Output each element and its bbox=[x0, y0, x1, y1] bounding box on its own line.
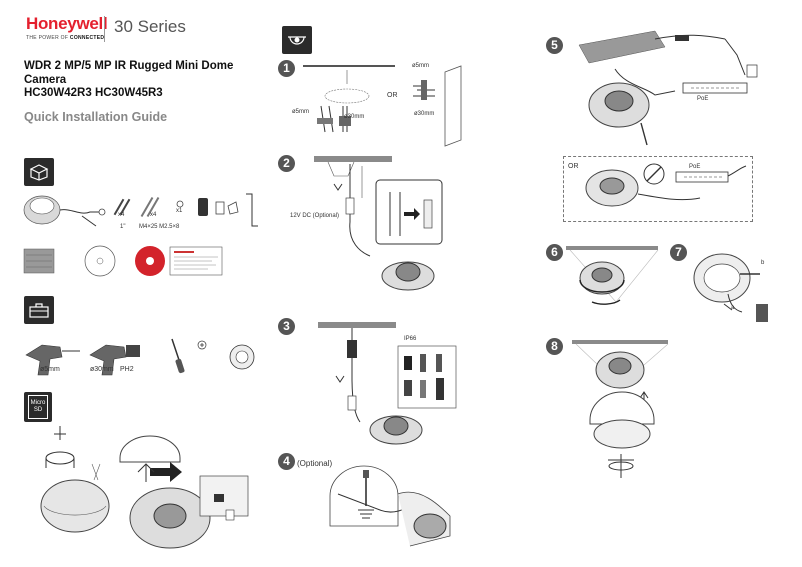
step-1-small-hole: ø5mm bbox=[292, 109, 309, 115]
step-8-drawing bbox=[572, 340, 669, 478]
step-6-badge: 6 bbox=[546, 244, 563, 261]
step-5-or: OR bbox=[568, 163, 579, 170]
sd-card-outline: Micro SD bbox=[28, 395, 48, 419]
anchor-quantity: x4 bbox=[150, 212, 157, 218]
title-line-2: Camera bbox=[24, 73, 67, 86]
anchor-size: 1" bbox=[120, 224, 126, 230]
step-7-label-b: b bbox=[761, 260, 765, 266]
step-3-badge: 3 bbox=[278, 318, 295, 335]
documents-drawing bbox=[23, 245, 223, 277]
step-3-rating: IP66 bbox=[404, 336, 417, 342]
step-5-poe-top: PoE bbox=[697, 96, 709, 102]
step-8-badge: 8 bbox=[546, 338, 563, 355]
step-3-drawing bbox=[318, 322, 457, 445]
step-4-drawing bbox=[329, 465, 451, 547]
micro-sd-icon: Micro SD bbox=[24, 392, 52, 422]
dome-camera-icon bbox=[282, 26, 312, 54]
step-2-drawing bbox=[314, 156, 443, 291]
step-1-or: OR bbox=[387, 92, 398, 99]
tools-drawing bbox=[25, 338, 255, 376]
step-2-power: 12V DC (Optional) bbox=[290, 213, 340, 219]
tagline-prefix: THE POWER OF bbox=[26, 35, 69, 41]
step-1-small-hole-alt: ø5mm bbox=[412, 63, 429, 69]
step-6-drawing bbox=[566, 246, 659, 305]
toolbox-icon bbox=[24, 296, 54, 324]
guide-subtitle: Quick Installation Guide bbox=[24, 110, 168, 124]
box-icon bbox=[24, 158, 54, 186]
header-divider bbox=[104, 16, 105, 42]
title-line-3: HC30W42R3 HC30W45R3 bbox=[24, 87, 163, 99]
series-label: 30 Series bbox=[114, 17, 186, 36]
hole-saw-size: ø30mm bbox=[90, 366, 114, 373]
title-line-1: WDR 2 MP/5 MP IR Rugged Mini Dome bbox=[24, 60, 234, 72]
product-title: WDR 2 MP/5 MP IR Rugged Mini Dome Camera… bbox=[24, 60, 254, 101]
step-1-badge: 1 bbox=[278, 60, 295, 77]
plug-quantity: x1 bbox=[176, 208, 183, 214]
step-2-badge: 2 bbox=[278, 155, 295, 172]
screwdriver-type: PH2 bbox=[120, 366, 134, 373]
step-1-large-hole-alt: ø30mm bbox=[414, 111, 435, 117]
sd-line-2: SD bbox=[33, 407, 43, 413]
step-4-badge: 4 bbox=[278, 453, 295, 470]
screw-sizes: M4×25 M2.5×8 bbox=[139, 224, 180, 230]
honeywell-logo: Honeywell bbox=[26, 14, 108, 33]
logo-tagline: THE POWER OF CONNECTED bbox=[26, 35, 104, 41]
step-7-drawing bbox=[693, 253, 768, 322]
tagline-bold: CONNECTED bbox=[69, 35, 105, 41]
step-5-drawing bbox=[578, 30, 758, 146]
screw-quantity: x4 bbox=[118, 212, 125, 218]
step-5-badge: 5 bbox=[546, 37, 563, 54]
step-5-alt-drawing bbox=[585, 163, 747, 207]
step-5-alternative-box bbox=[563, 156, 753, 222]
step-1-large-hole: ø30mm bbox=[344, 114, 365, 120]
step-7-label-a: a bbox=[731, 305, 735, 311]
step-4-note: (Optional) bbox=[297, 459, 333, 468]
sd-line-1: Micro bbox=[30, 400, 46, 406]
sd-install-drawing bbox=[40, 426, 249, 549]
package-contents-drawing bbox=[23, 193, 258, 227]
step-5-poe-bottom: PoE bbox=[689, 164, 701, 170]
step-1-drawing bbox=[303, 65, 462, 147]
drill-bit-size: ø5mm bbox=[40, 366, 60, 373]
step-7-badge: 7 bbox=[670, 244, 687, 261]
